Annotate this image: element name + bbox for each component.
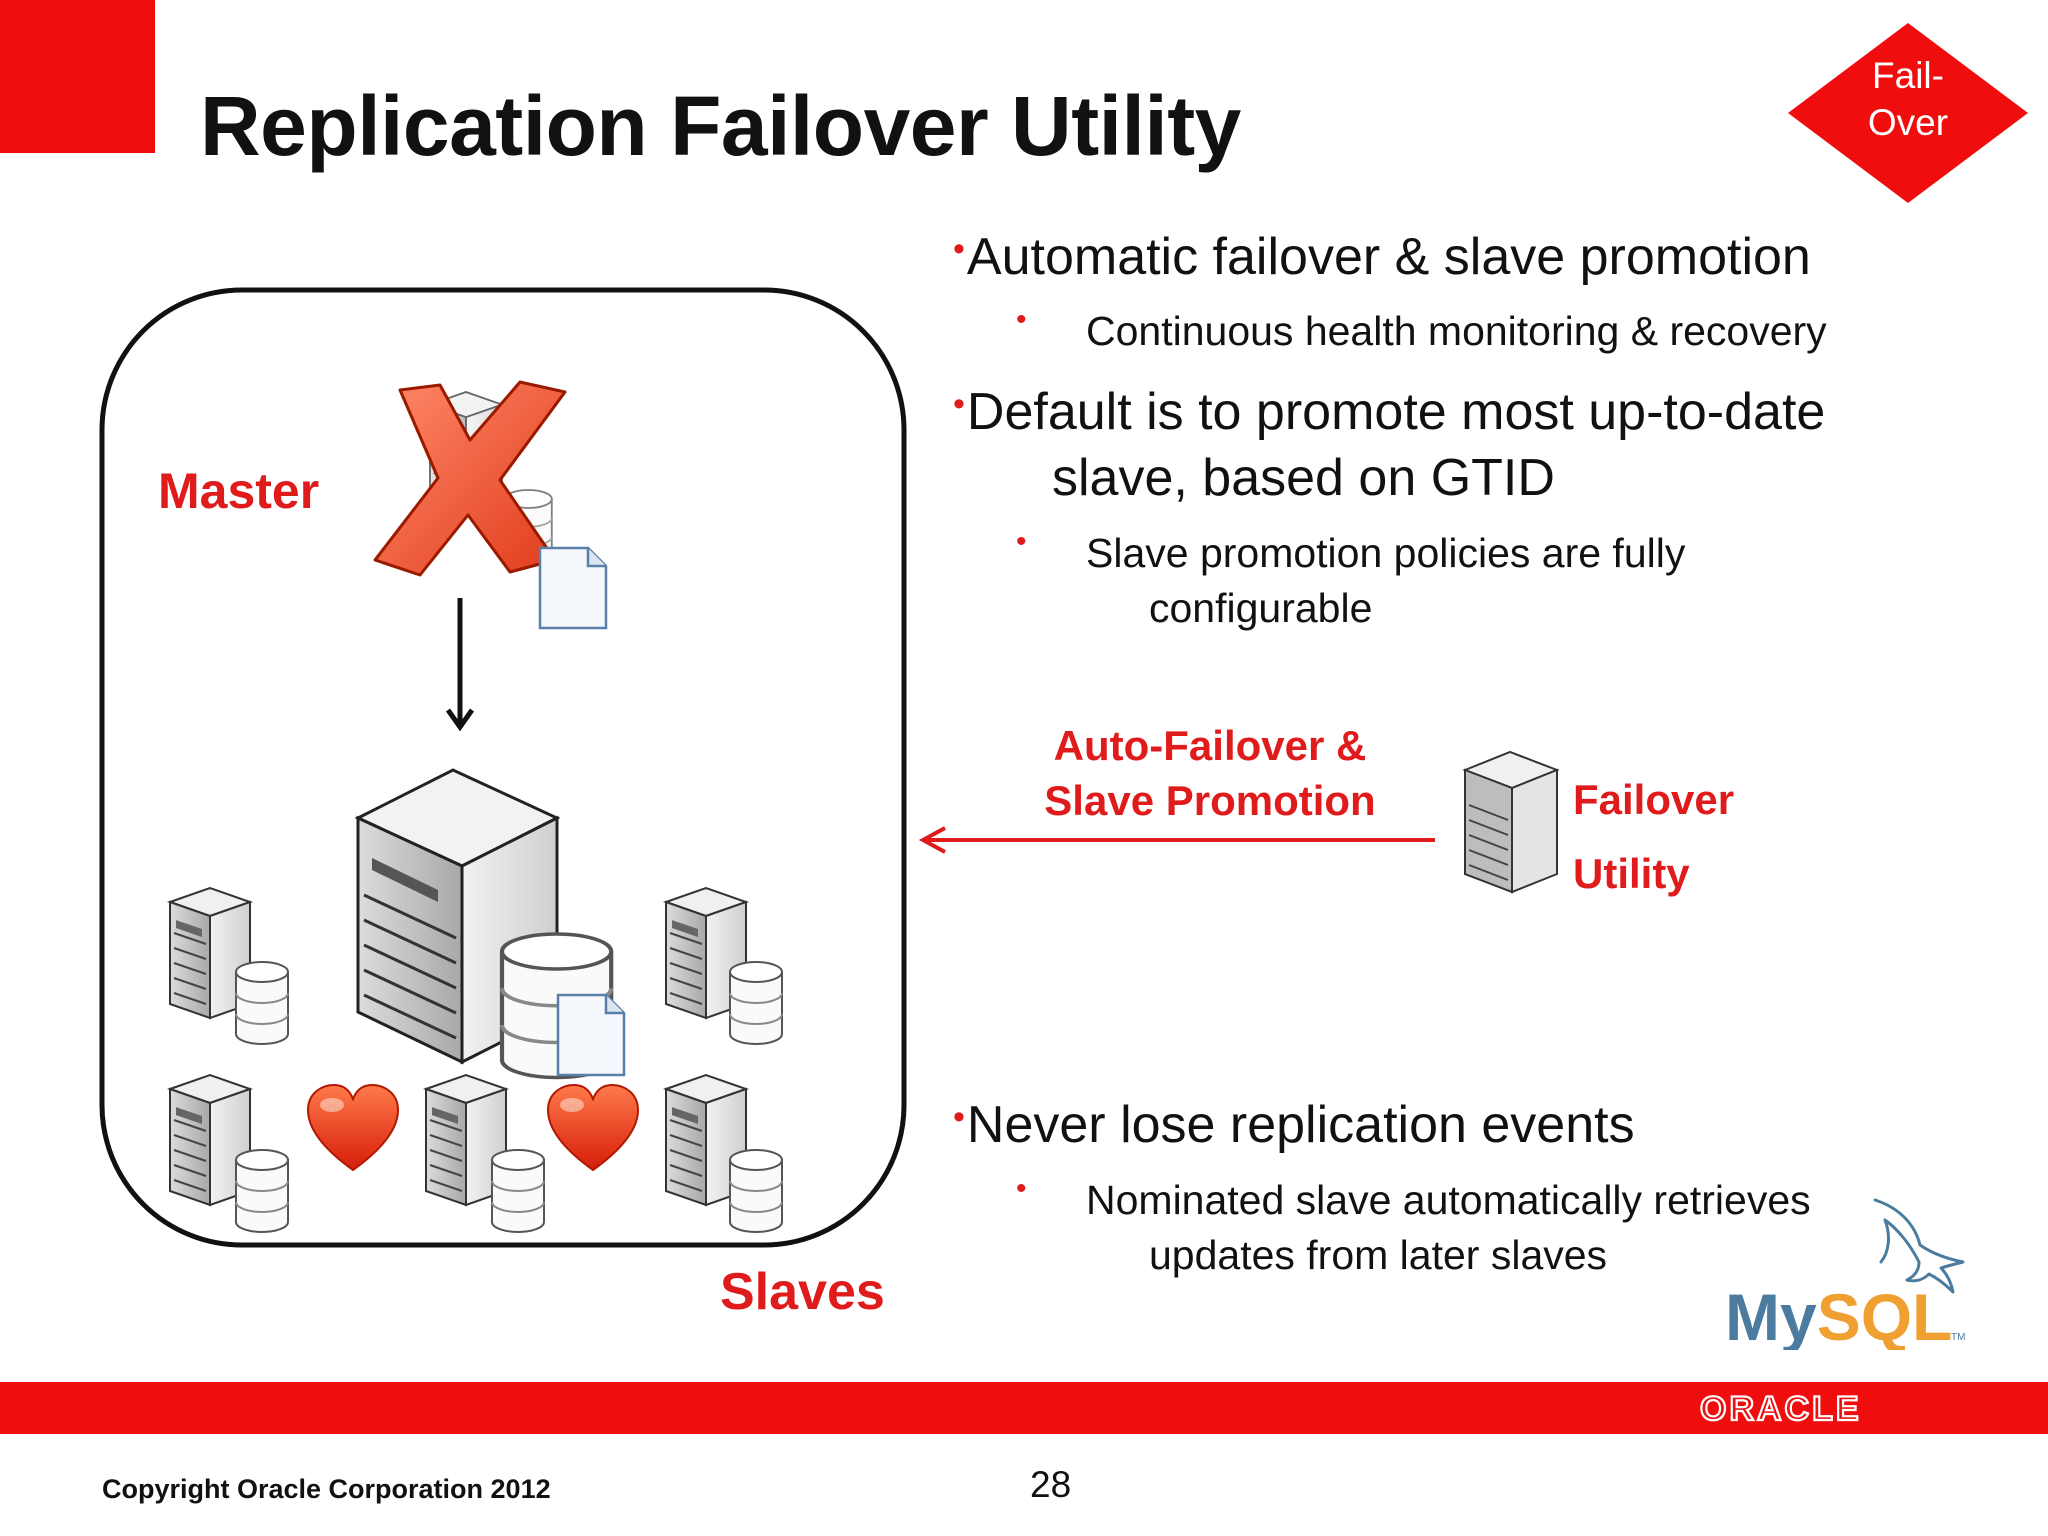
bullet-2-sub-1-line-2: configurable xyxy=(1149,585,1373,631)
master-label: Master xyxy=(158,463,320,519)
page-number: 28 xyxy=(1030,1464,1072,1505)
bullet-1-sub-1: • Continuous health monitoring & recovery xyxy=(1016,303,1827,359)
bullet-2-sub-1: • Slave promotion policies are fully xyxy=(1016,525,1686,581)
failover-utility-label: Failover Utility xyxy=(1573,763,1734,911)
failover-utility-label-line-1: Failover xyxy=(1573,776,1735,823)
slave-server-icon xyxy=(665,887,783,1045)
bullet-2-line-2: slave, based on GTID xyxy=(1052,449,1555,507)
bullet-3: •Never lose replication events xyxy=(953,1094,1635,1156)
mysql-logo: MySQL TM xyxy=(1725,1198,1965,1350)
sub-bullet-dot: • xyxy=(1016,1172,1027,1205)
bullet-3-text: Never lose replication events xyxy=(966,1096,1635,1154)
master-document-icon xyxy=(538,546,608,630)
bullet-dot: • xyxy=(953,385,965,423)
failover-badge-text: Fail- Over xyxy=(1785,52,2031,146)
sub-bullet-dot: • xyxy=(1016,303,1027,336)
badge-line-1: Fail- xyxy=(1872,55,1944,96)
copyright-text: Copyright Oracle Corporation 2012 xyxy=(102,1474,551,1504)
svg-text:MySQL: MySQL xyxy=(1725,1280,1952,1350)
sub-bullet-dot: • xyxy=(1016,525,1027,558)
bullet-2-sub-1-line1: Slave promotion policies are fully xyxy=(1086,530,1686,576)
bullet-1: •Automatic failover & slave promotion xyxy=(953,226,1811,288)
slide-title: Replication Failover Utility xyxy=(200,79,1241,173)
slave-server-icon xyxy=(665,1074,783,1233)
mysql-logo-sql: SQL xyxy=(1817,1280,1953,1350)
bullet-1-text: Automatic failover & slave promotion xyxy=(966,228,1811,286)
bullet-2: •Default is to promote most up-to-date xyxy=(953,381,1825,443)
mysql-logo-my: My xyxy=(1725,1280,1817,1350)
mysql-logo-tm: TM xyxy=(1951,1332,1965,1343)
auto-failover-label: Auto-Failover & Slave Promotion xyxy=(1000,718,1420,828)
footer-bar xyxy=(0,1382,2048,1434)
bullet-3-sub-1-line-2: updates from later slaves xyxy=(1149,1232,1608,1278)
auto-failover-label-line-2: Slave Promotion xyxy=(1044,777,1376,824)
failover-badge xyxy=(1788,23,2028,203)
replication-diagram xyxy=(99,287,907,1248)
slave-server-icon xyxy=(169,887,289,1045)
bullet-1-sub-1-text: Continuous health monitoring & recovery xyxy=(1086,308,1827,354)
slave-server-icon xyxy=(425,1074,545,1233)
heart-icon xyxy=(307,1084,399,1171)
bullet-dot: • xyxy=(953,230,965,268)
failover-utility-server-icon xyxy=(1462,750,1560,894)
red-corner-block xyxy=(0,0,155,153)
new-master-document-icon xyxy=(556,993,626,1077)
dolphin-icon xyxy=(1873,1198,1965,1294)
slave-server-icon xyxy=(169,1074,289,1233)
oracle-logo-text: ORACLE xyxy=(1700,1390,1862,1426)
badge-line-2: Over xyxy=(1867,102,1949,143)
left-arrow-icon xyxy=(918,826,1435,854)
failover-utility-label-line-2: Utility xyxy=(1573,850,1690,897)
heart-icon xyxy=(547,1084,639,1171)
down-arrow-icon xyxy=(445,598,475,732)
slaves-label: Slaves xyxy=(720,1263,885,1321)
oracle-logo: ORACLE xyxy=(1700,1390,1862,1426)
auto-failover-label-line-1: Auto-Failover & xyxy=(1053,722,1367,769)
bullet-3-sub-1-line1: Nominated slave automatically retrieves xyxy=(1086,1177,1811,1223)
bullet-3-sub-1: • Nominated slave automatically retrieves xyxy=(1016,1172,1811,1228)
bullet-2-text-line1: Default is to promote most up-to-date xyxy=(966,383,1826,441)
bullet-dot: • xyxy=(953,1098,965,1136)
